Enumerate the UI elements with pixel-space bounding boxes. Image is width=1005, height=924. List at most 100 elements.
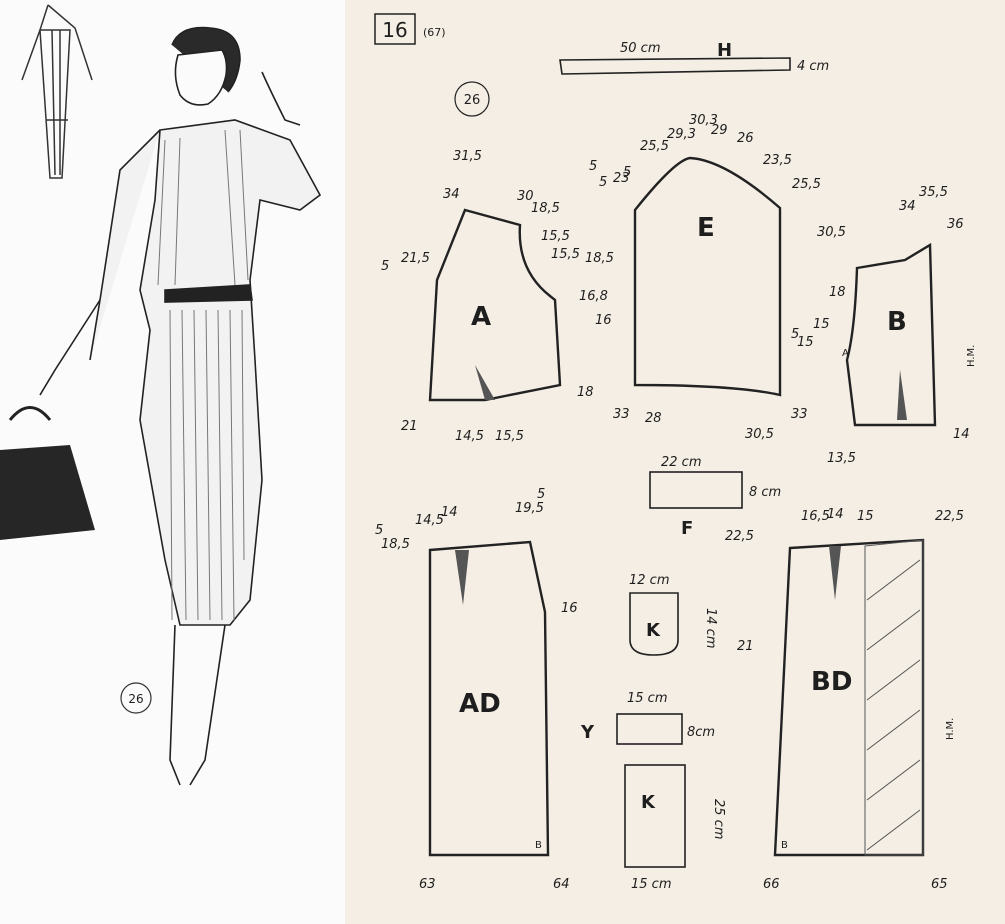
piece-b-mark-5: 18 — [829, 285, 846, 300]
piece-e-mark-14: 33 — [791, 407, 808, 422]
pocket-large-width: 15 cm — [631, 877, 672, 892]
piece-ad: AD 18,5 14,5 14 19,5 5 5 16 63 64 B — [375, 487, 578, 892]
piece-e-outline — [633, 156, 782, 397]
piece-a-mark-13: 21 — [401, 419, 418, 434]
piece-e-mark-3: 23 — [613, 171, 630, 186]
piece-y-width: 15 cm — [627, 691, 668, 706]
piece-bd-mark-5: 22,5 — [935, 509, 964, 524]
piece-e-letter: E — [697, 213, 715, 243]
model-number: 26 — [464, 93, 481, 108]
piece-ad-dart — [455, 550, 469, 605]
piece-ad-mark-6: 5 — [537, 487, 545, 502]
piece-bd-hatching — [866, 559, 921, 851]
piece-e-mark-2: 5 — [599, 175, 607, 190]
piece-b-mark-2: 34 — [899, 199, 916, 214]
piece-f-letter: F — [681, 518, 693, 539]
piece-bd-mark-4: 15 — [857, 509, 874, 524]
piece-a-mark-8: 16,8 — [579, 289, 608, 304]
piece-b: B H.M. 30,5 34 35,5 36 18 15 15 5 13,5 1… — [791, 185, 977, 466]
pattern-sheet: 16 (67) 26 50 cm H 4 cm A 31,5 34 30 18,… — [345, 0, 1005, 924]
piece-bd: BD H.M. 22,5 16,5 14 15 22,5 21 66 65 B — [725, 507, 964, 892]
piece-a-mark-9: 16 — [595, 313, 612, 328]
piece-ad-mark-5: 5 — [375, 523, 383, 538]
fashion-illustration: 26 — [0, 0, 345, 924]
plate-ref: (67) — [423, 26, 446, 39]
piece-f-height: 8 cm — [749, 485, 781, 500]
piece-bd-outline — [773, 538, 925, 857]
piece-bd-mark-9: B — [781, 840, 788, 851]
piece-a-mark-10: 18 — [577, 385, 594, 400]
piece-f: 22 cm 8 cm F — [649, 455, 781, 539]
back-view-sketch — [21, 4, 93, 179]
piece-b-letter: B — [887, 307, 907, 337]
pattern-drawing: 16 (67) 26 50 cm H 4 cm A 31,5 34 30 18,… — [374, 13, 977, 892]
piece-y-height: 8cm — [687, 725, 715, 740]
piece-a-mark-5: 15,5 — [541, 229, 570, 244]
illustration-badge-label: 26 — [128, 692, 143, 706]
piece-ad-mark-2: 14,5 — [415, 513, 444, 528]
piece-a-mark-12: 15,5 — [495, 429, 524, 444]
piece-a-mark-11: 14,5 — [455, 429, 484, 444]
piece-bd-mark-3: 14 — [827, 507, 844, 522]
piece-a-mark-6: 15,5 — [551, 247, 580, 262]
piece-bd-mark-7: 66 — [763, 877, 780, 892]
piece-a-letter: A — [471, 302, 491, 332]
pocket-large-letter: K — [641, 792, 656, 813]
piece-b-mark-8: 5 — [791, 327, 799, 342]
model-number-badge — [120, 682, 152, 714]
pocket-small-letter: K — [646, 620, 661, 641]
piece-e-mark-9: 23,5 — [763, 153, 792, 168]
pocket-small-height: 14 cm — [703, 608, 718, 649]
piece-e-mark-7: 29 — [711, 123, 728, 138]
piece-e-mark-10: 25,5 — [792, 177, 821, 192]
piece-e-mark-1: 5 — [589, 159, 597, 174]
piece-b-outline — [845, 242, 937, 427]
piece-b-hm: H.M. — [966, 345, 977, 367]
piece-ad-letter: AD — [459, 689, 501, 719]
piece-h-letter: H — [717, 40, 732, 61]
piece-bd-hatched-area — [864, 539, 924, 856]
pocket-large: K 25 cm 15 cm — [624, 764, 726, 892]
piece-bd-mark-2: 16,5 — [801, 509, 830, 524]
piece-a-dart — [475, 365, 495, 400]
piece-e-mark-4: 25,5 — [640, 139, 669, 154]
piece-b-mark-7: 15 — [797, 335, 814, 350]
piece-ad-mark-1: 18,5 — [381, 537, 410, 552]
piece-h-width: 4 cm — [797, 59, 829, 74]
piece-a-mark-1: 31,5 — [453, 149, 482, 164]
piece-b-mark-6: 15 — [813, 317, 830, 332]
model-circle — [454, 81, 490, 117]
piece-a: A 31,5 34 30 18,5 15,5 15,5 18,5 16,8 16… — [381, 149, 614, 444]
pocket-large-height: 25 cm — [711, 799, 726, 840]
piece-a-mark-14: 21,5 — [401, 251, 430, 266]
piece-bd-letter: BD — [811, 667, 852, 697]
piece-e-mark-15: 5 — [623, 165, 631, 180]
pocket-large-outline — [624, 764, 686, 868]
piece-b-mark-3: 35,5 — [919, 185, 948, 200]
piece-y: Y 15 cm 8cm — [580, 691, 715, 745]
plate-number: 16 — [382, 18, 407, 42]
pocket-small-outline — [629, 592, 679, 656]
piece-ad-mark-9: 64 — [553, 877, 570, 892]
piece-y-letter: Y — [580, 722, 595, 743]
piece-a-mark-7: 18,5 — [585, 251, 614, 266]
piece-a-mark-15: 5 — [381, 259, 389, 274]
handbag-sketch — [0, 406, 95, 540]
piece-e-mark-13: 30,5 — [745, 427, 774, 442]
piece-e-mark-6: 30,3 — [689, 113, 718, 128]
piece-b-dart — [897, 370, 907, 420]
piece-ad-mark-4: 19,5 — [515, 501, 544, 516]
piece-ad-mark-3: 14 — [441, 505, 458, 520]
pocket-small-width: 12 cm — [629, 573, 670, 588]
piece-bd-mark-6: 21 — [737, 639, 754, 654]
piece-ad-mark-10: B — [535, 840, 542, 851]
piece-h-length: 50 cm — [620, 41, 661, 56]
piece-b-mark-1: 30,5 — [817, 225, 846, 240]
piece-a-mark-3: 30 — [517, 189, 534, 204]
piece-ad-outline — [428, 540, 550, 857]
piece-a-outline — [428, 208, 562, 402]
model-figure — [39, 26, 322, 786]
piece-e-mark-11: 33 — [613, 407, 630, 422]
piece-f-width: 22 cm — [661, 455, 702, 470]
